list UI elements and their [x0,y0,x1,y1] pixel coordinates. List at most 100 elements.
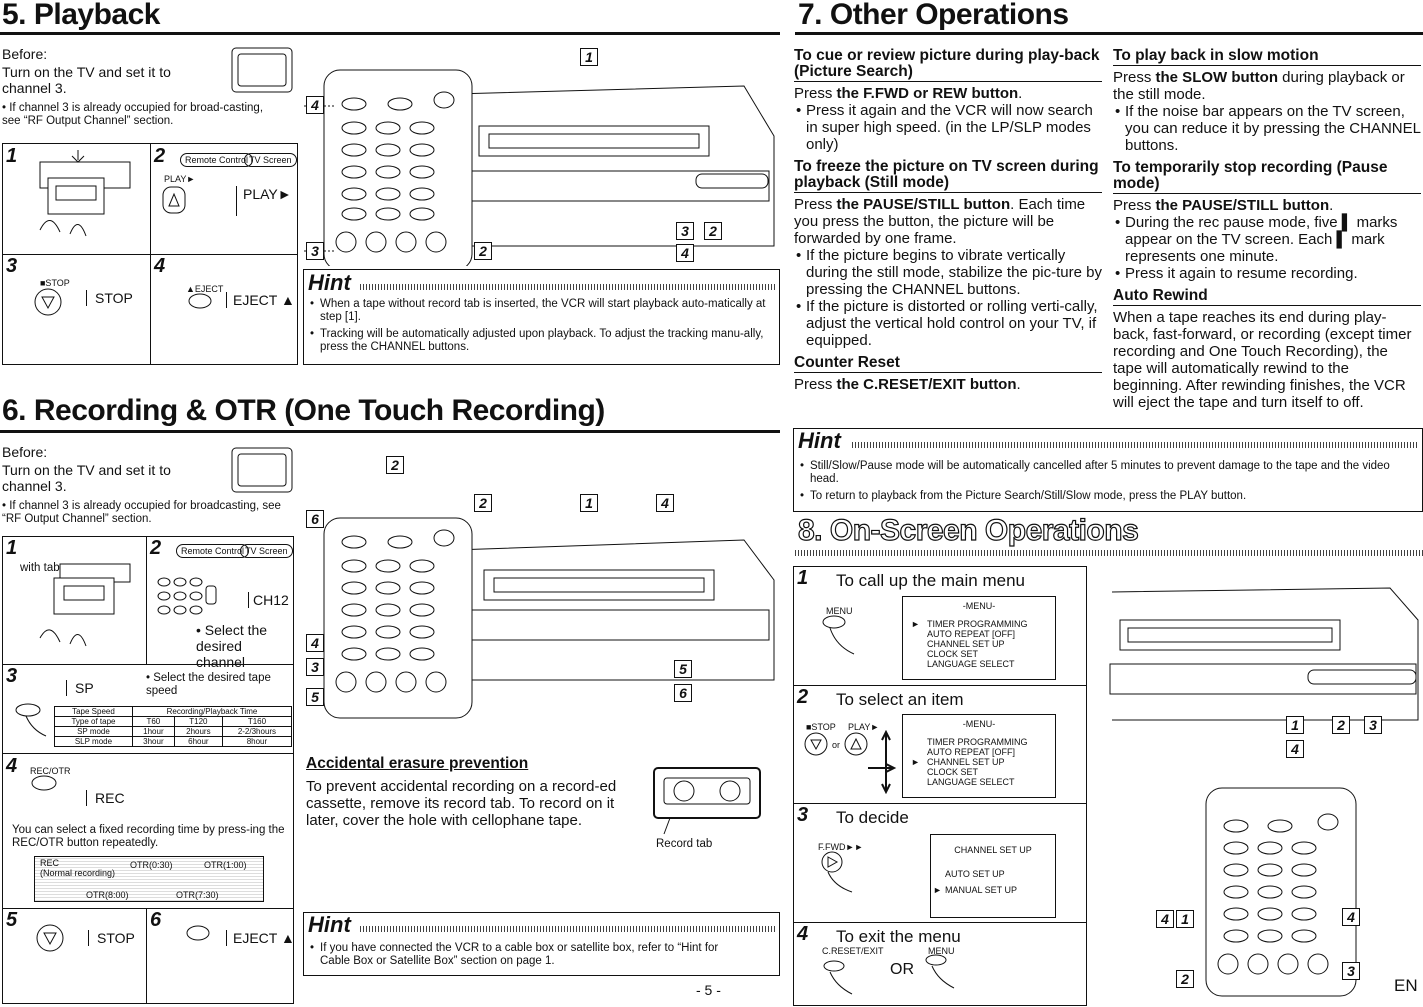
otr-030: OTR(0:30) [130,860,173,870]
freeze-press-bold: the PAUSE/STILL button [836,196,1011,213]
rec-callout-4b: 4 [306,634,324,652]
rec-grid-v2 [146,908,147,1004]
freeze-title: To freeze the picture on TV screen durin… [794,159,1102,193]
rec-step-6-number: 6 [150,909,162,931]
rec-tv-screen-tag: TV Screen [240,544,293,558]
play-button-icon [162,186,186,214]
os-callout-4: 4 [1286,740,1304,758]
table-cell: 1hour [131,726,175,737]
grid-divider-h [2,254,298,255]
tv-play-display: PLAY► [236,186,292,216]
tv-ch-display: CH12 [248,592,289,608]
vcr-remote-illustration-8 [1109,587,1419,997]
stop-button-caption: ■STOP [40,278,70,288]
cue-title: To cue or review picture during play-bac… [794,48,1102,82]
rec-grid-v1 [146,536,147,664]
slow-press-post: during playback or the still mode. [1113,69,1405,103]
hint-dotted-bar-2 [360,926,775,932]
recording-time-table: Tape Speed Recording/Playback Time Type … [54,706,293,747]
table-cell: 3hour [131,736,175,747]
step-4-number: 4 [154,255,166,277]
section-6-title: 6. Recording & OTR (One Touch Recording) [2,394,605,427]
hint-dotted-bar [360,284,775,290]
tv-stop-display: STOP [86,290,133,306]
tv-icon [231,47,293,93]
os-or-small: or [832,740,841,750]
rec-button-icon [31,775,57,791]
record-tab-label: Record tab [656,838,713,850]
rec-callout-6a: 6 [306,510,324,528]
os-step-3-title: To decide [836,808,909,827]
vcr-remote-illustration-6 [323,517,775,719]
pause-title: To temporarily stop recording (Pause mod… [1113,160,1421,194]
menu-button-caption: MENU [826,606,853,616]
pause-press-bold: the PAUSE/STILL button [1155,197,1330,214]
menu-item: CLOCK SET [927,767,979,777]
rec-otr-note: You can select a fixed recording time by… [12,824,285,849]
cue-item: Press it again and the VCR will now sear… [796,102,1102,153]
select-channel-note: • Select the desired channel [196,622,268,670]
accidental-erasure-text: To prevent accidental recording on a rec… [306,778,617,829]
tv-rec-eject-display: EJECT ▲ [226,930,295,946]
os-callout-1b: 1 [1176,910,1194,928]
menu-button-icon [822,615,855,655]
vcr-insert-illustration-2 [39,563,131,647]
table-cell: Recording/Playback Time [131,706,293,717]
table-cell: 8hour [221,736,293,747]
other-ops-hint-list: Still/Slow/Pause mode will be automatica… [798,460,1416,503]
play-button-caption: PLAY► [164,174,196,184]
menu-item: ►MANUAL SET UP [933,885,1018,895]
os-callout-2b: 2 [1176,970,1194,988]
rec-callout-3: 3 [306,658,324,676]
menu-item: CLOCK SET [927,649,979,659]
otr-100: OTR(1:00) [204,860,247,870]
counter-title: Counter Reset [794,355,1102,373]
menu-item: CHANNEL SET UP [927,639,1005,649]
rec-callout-2b: 2 [474,494,492,512]
menu-title: -MENU- [962,601,996,611]
keypad-icon [157,577,217,615]
other-ops-hint-item: Still/Slow/Pause mode will be automatica… [800,460,1416,486]
otr-800: OTR(8:00) [86,890,129,900]
rec-step-3-number: 3 [6,665,18,687]
rec-callout-2a: 2 [386,456,404,474]
other-ops-hint-item: To return to playback from the Picture S… [800,490,1416,503]
rec-before-label: Before: [2,444,48,460]
rec-step-2-number: 2 [150,537,162,559]
language-tag: EN [1394,976,1418,995]
recording-hint-item: If you have connected the VCR to a cable… [310,942,748,968]
counter-press-post: . [1016,376,1021,393]
slow-list: If the noise bar appears on the TV scree… [1113,103,1421,154]
freeze-item: If the picture begins to vibrate vertica… [796,247,1102,298]
cue-press-bold: the F.FWD or REW button [836,85,1019,102]
table-cell: SLP mode [54,736,133,747]
rec-step-5-number: 5 [6,909,18,931]
menu-item: ►TIMER PROGRAMMING [911,619,1028,629]
callout-4: 4 [306,96,324,114]
table-row: SLP mode 3hour 6hour 8hour [54,736,293,747]
rec-callout-5b: 5 [674,660,692,678]
menu-item: LANGUAGE SELECT [927,777,1015,787]
pause-press-post: . [1329,197,1334,214]
otr-rec: REC [40,858,60,868]
rec-before-text: Turn on the TV and set it to channel 3. [2,462,171,494]
decide-menu-screen: CHANNEL SET UP AUTO SET UP ►MANUAL SET U… [930,834,1056,918]
tv-eject-display: EJECT ▲ [226,292,295,308]
os-step-4-number: 4 [797,923,809,945]
menu-item-label: TIMER PROGRAMMING [927,619,1028,629]
table-cell: 2-2/3hours [221,726,293,737]
pause-item: During the rec pause mode, five ▌ marks … [1115,214,1421,265]
pause-item: Press it again to resume recording. [1115,265,1421,282]
os-stop-caption: ■STOP [806,722,836,732]
select-menu-screen: -MENU- TIMER PROGRAMMING AUTO REPEAT [OF… [902,714,1056,798]
menu-caption-2: MENU [928,946,955,956]
os-step-1-number: 1 [797,567,809,589]
callout-1: 1 [580,48,598,66]
os-divider-2 [793,803,1087,804]
slow-press-bold: the SLOW button [1155,69,1278,86]
cue-press-line: Press the F.FWD or REW button. [794,85,1102,102]
menu-item: LANGUAGE SELECT [927,659,1015,669]
rec-callout-5a: 5 [306,688,324,706]
with-tab-label: with tab [20,562,60,574]
select-speed-text: Select the desired tape speed [146,672,271,697]
